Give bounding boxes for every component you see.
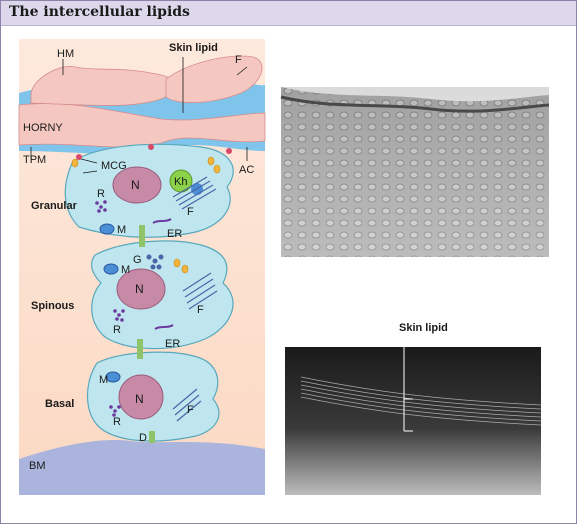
label-granular-er: ER	[167, 228, 182, 240]
lipid-release-markers	[76, 144, 232, 160]
micrograph-shading	[281, 87, 549, 257]
lamellar-granules	[71, 156, 221, 274]
label-basal-n: N	[135, 392, 144, 406]
label-granular: Granular	[31, 200, 78, 212]
label-skin-lipid-micro: Skin lipid	[399, 322, 448, 334]
mitochondrion	[99, 223, 115, 235]
golgi-vesicles	[146, 254, 164, 270]
label-f-top: F	[235, 54, 242, 66]
label-basal: Basal	[45, 398, 74, 410]
f-cell	[165, 55, 263, 103]
page-title: The intercellular lipids	[9, 4, 190, 20]
label-bm: BM	[29, 460, 46, 472]
label-granular-f: F	[187, 206, 194, 218]
title-bar: The intercellular lipids	[1, 1, 576, 26]
mitochondrion	[103, 263, 119, 275]
label-granular-n: N	[131, 178, 140, 192]
label-spinous-er: ER	[165, 338, 180, 350]
desmosome-d	[149, 431, 155, 443]
label-spinous-n: N	[135, 282, 144, 296]
ribosomes	[95, 200, 125, 417]
desmosome	[139, 225, 145, 247]
epidermis-illustration: HM Skin lipid F HORNY TPM MCG AC Granula…	[18, 39, 266, 495]
em-background	[285, 347, 541, 495]
horny-layer	[18, 103, 266, 148]
skin-lipid-bracket	[403, 337, 413, 432]
nucleus	[118, 374, 164, 420]
nucleus	[116, 268, 166, 310]
light-micrograph	[280, 87, 550, 257]
leader-lines	[30, 57, 248, 174]
label-granular-kh: Kh	[174, 176, 187, 188]
label-spinous-f: F	[197, 304, 204, 316]
label-mcg: MCG	[101, 160, 127, 172]
electron-micrograph: Skin lipid	[285, 322, 542, 495]
mitochondrion	[105, 371, 121, 383]
label-tpm: TPM	[23, 154, 46, 166]
endoplasmic-reticulum	[152, 218, 174, 330]
label-basal-f: F	[187, 404, 194, 416]
label-hm: HM	[57, 48, 74, 60]
label-basal-d: D	[139, 432, 147, 444]
label-granular-r: R	[97, 188, 105, 200]
label-spinous-g: G	[133, 254, 142, 266]
label-spinous-m: M	[121, 264, 130, 276]
label-horny: HORNY	[23, 122, 63, 134]
label-spinous-r: R	[113, 324, 121, 336]
hm-cell	[30, 65, 178, 106]
desmosome	[137, 339, 143, 359]
keratin-filaments	[172, 176, 218, 422]
label-basal-r: R	[113, 416, 121, 428]
basement-membrane	[19, 439, 265, 495]
label-granular-m: M	[117, 224, 126, 236]
label-spinous: Spinous	[31, 300, 74, 312]
nucleus	[112, 166, 162, 204]
lipid-lamellae	[300, 376, 542, 426]
label-basal-m: M	[99, 374, 108, 386]
label-ac: AC	[239, 164, 254, 176]
label-skin-lipid: Skin lipid	[169, 42, 218, 54]
